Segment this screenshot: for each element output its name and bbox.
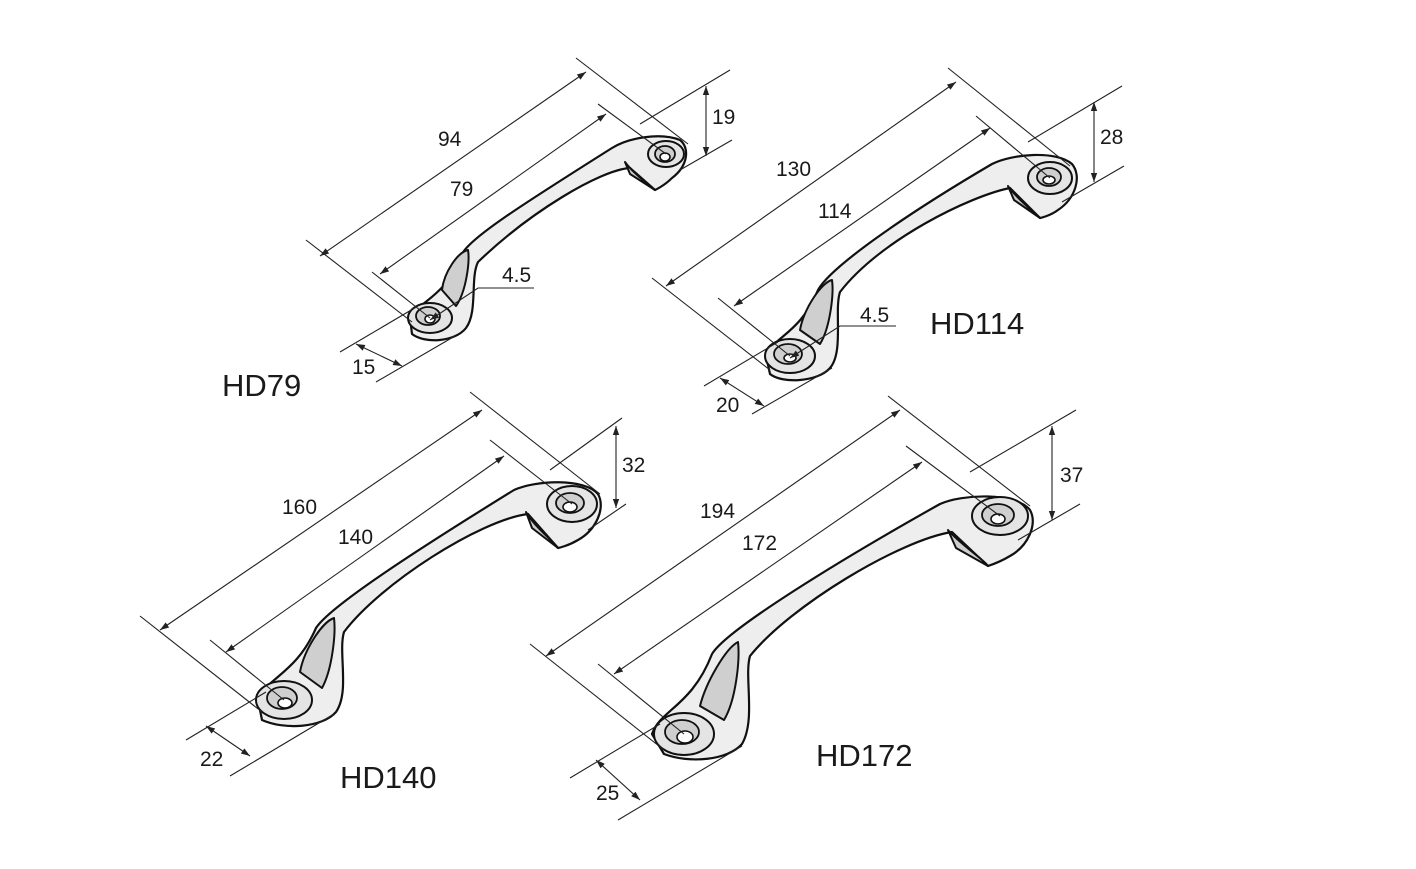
handle-hd172-body <box>650 495 1034 761</box>
handle-hd172: 194 172 37 25 HD172 <box>529 395 1083 821</box>
hd114-width-label: 20 <box>716 394 739 417</box>
hd172-hole-spacing-label: 172 <box>742 532 777 555</box>
hd172-height-label: 37 <box>1060 464 1083 487</box>
hd79-height-label: 19 <box>712 106 735 129</box>
handle-hd140: 160 140 32 22 HD140 <box>139 391 645 795</box>
handle-hd114-dimension-lines <box>651 67 1125 415</box>
handle-hd114-body <box>764 153 1078 382</box>
hd79-hole-spacing-label: 79 <box>450 178 473 201</box>
hd172-model-label: HD172 <box>816 738 913 773</box>
hd79-width-label: 15 <box>352 356 375 379</box>
hd79-hole-diameter-label: 4.5 <box>502 264 531 287</box>
hd172-overall-length-label: 194 <box>700 500 735 523</box>
hd140-height-label: 32 <box>622 454 645 477</box>
hd140-hole-spacing-label: 140 <box>338 526 373 549</box>
hd114-model-label: HD114 <box>930 306 1024 341</box>
hd172-width-label: 25 <box>596 782 619 805</box>
hd140-width-label: 22 <box>200 748 223 771</box>
handle-hd114: 130 114 28 4.5 20 HD114 <box>651 67 1125 417</box>
hd114-height-label: 28 <box>1100 126 1123 149</box>
hd114-hole-diameter-label: 4.5 <box>860 304 889 327</box>
hd140-overall-length-label: 160 <box>282 496 317 519</box>
hd79-overall-length-label: 94 <box>438 128 462 151</box>
hd114-overall-length-label: 130 <box>776 158 811 181</box>
handle-hd172-dimension-lines <box>529 395 1081 821</box>
hd79-model-label: HD79 <box>222 368 301 403</box>
hd114-hole-spacing-label: 114 <box>818 200 852 223</box>
hd140-model-label: HD140 <box>340 760 437 795</box>
handle-hd79: 94 79 19 4.5 15 HD79 <box>222 57 735 403</box>
